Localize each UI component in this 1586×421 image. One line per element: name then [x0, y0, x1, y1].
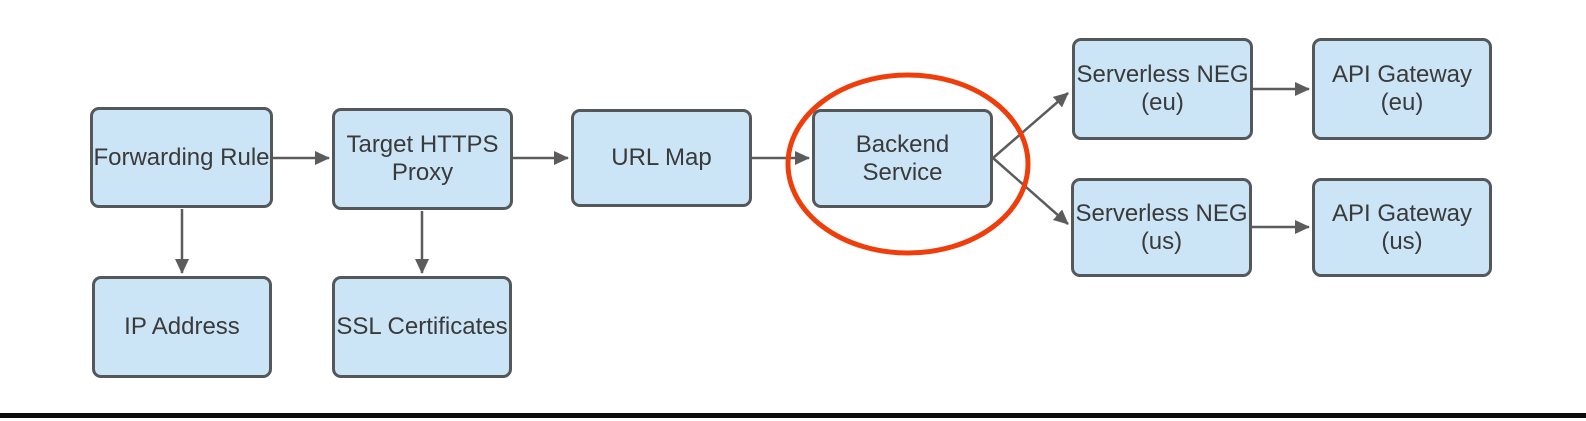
node-backend-service: Backend Service: [812, 109, 993, 208]
node-target-https-proxy: Target HTTPS Proxy: [332, 108, 513, 210]
node-api-gateway-us: API Gateway (us): [1312, 178, 1492, 277]
node-ip-address: IP Address: [92, 276, 272, 378]
backend-service-highlight-ellipse: [785, 72, 1031, 256]
node-serverless-neg-us: Serverless NEG (us): [1071, 178, 1252, 277]
node-serverless-neg-eu: Serverless NEG (eu): [1072, 38, 1253, 140]
node-forwarding-rule: Forwarding Rule: [90, 107, 273, 208]
arrow-backend-service-to-serverless-neg-us: [992, 157, 1069, 225]
node-api-gateway-eu: API Gateway (eu): [1312, 38, 1492, 140]
node-url-map: URL Map: [571, 109, 752, 207]
node-ssl-certificates: SSL Certificates: [332, 276, 512, 378]
arrow-backend-service-to-serverless-neg-eu: [992, 92, 1069, 159]
bottom-border-bar: [0, 413, 1586, 418]
